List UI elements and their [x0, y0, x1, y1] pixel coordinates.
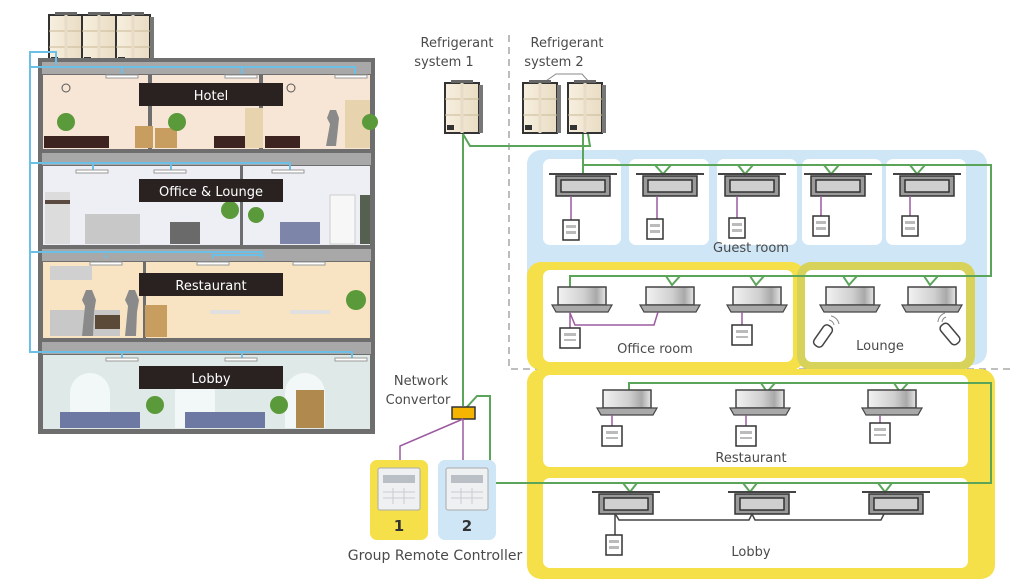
network-convertor: Network Convertor [386, 374, 476, 420]
zone-label-lounge: Lounge [856, 339, 904, 354]
group-remote-controller-1: 1 [370, 460, 428, 540]
wired-remote-icon [601, 425, 623, 447]
outdoor-unit-icon [566, 78, 608, 135]
lobby-units [591, 491, 931, 556]
group-remote-controller-label: Group Remote Controller [348, 548, 523, 564]
cassette-unit-icon [861, 389, 923, 416]
plant-icon [221, 201, 239, 219]
office-room-units [551, 286, 788, 349]
refrigerant-system-2-label-line1: Refrigerant [531, 36, 604, 51]
floor-label-box [139, 366, 283, 389]
wired-remote-icon [731, 324, 753, 346]
zone-label-restaurant: Restaurant [715, 451, 786, 466]
plant-icon [168, 113, 186, 131]
group-remote-controller-2: 2 [438, 460, 496, 540]
clock-icon [61, 83, 71, 93]
plant-icon [270, 396, 288, 414]
outdoor-unit-icon [114, 10, 156, 67]
refrigerant-system-1-label-line1: Refrigerant [421, 36, 494, 51]
network-convertor-label-line1: Network [394, 374, 449, 389]
group-remote-icon [377, 467, 421, 511]
wired-remote-icon [735, 425, 757, 447]
ducted-unit-icon [892, 173, 962, 197]
ducted-unit-icon [803, 173, 873, 197]
indoor-unit-strips [75, 74, 368, 362]
outdoor-unit-link [542, 73, 591, 84]
person-icon [125, 290, 139, 336]
network-convertor-icon [451, 406, 476, 420]
floor-lobby: Lobby [42, 342, 371, 429]
plant-icon [146, 396, 164, 414]
wired-remote-icon [646, 218, 664, 240]
floor-restaurant: Restaurant [42, 249, 371, 338]
floor-label-box [139, 83, 283, 106]
group-remote-number: 1 [394, 517, 404, 535]
person-icon [82, 290, 96, 336]
wired-remote-icon [728, 217, 746, 239]
controller-wiring [399, 418, 464, 467]
floor-label-box [139, 179, 283, 202]
cassette-unit-icon [726, 286, 788, 313]
guest-room-units [548, 173, 962, 241]
roof-outdoor-units [47, 10, 156, 67]
floor-label-lobby: Lobby [191, 372, 230, 387]
wired-remote-icon [812, 215, 830, 237]
outdoor-unit-icon [443, 78, 485, 135]
lounge-units [812, 286, 963, 348]
wireless-remote-icon [812, 315, 840, 348]
cassette-unit-icon [639, 286, 701, 313]
wired-remote-icon [605, 534, 623, 556]
zone-label-lobby: Lobby [731, 545, 770, 560]
zone-label-office-room: Office room [617, 342, 693, 357]
floor-hotel: Hotel [42, 62, 378, 149]
refrigerant-system-2: Refrigerant system 2 [521, 36, 608, 135]
cassette-unit-icon [901, 286, 963, 313]
outdoor-unit-icon [521, 78, 563, 135]
plant-icon [346, 290, 366, 310]
zone-label-guest-room: Guest room [713, 241, 789, 256]
ducted-unit-icon [548, 173, 618, 197]
plant-icon [362, 114, 378, 130]
wired-remote-icon [559, 327, 581, 349]
ducted-unit-icon [717, 173, 787, 197]
outdoor-unit-icon [80, 10, 122, 67]
floor-label-box [139, 273, 283, 296]
wired-remote-icon [869, 422, 891, 444]
wired-remote-icon [562, 219, 580, 241]
floor-office-lounge: Office & Lounge [42, 153, 371, 245]
floor-label-office-lounge: Office & Lounge [159, 185, 263, 200]
ducted-unit-icon [727, 491, 797, 515]
zone-lounge: Lounge [797, 262, 975, 370]
cassette-unit-icon [596, 389, 658, 416]
cassette-unit-icon [551, 286, 613, 313]
plant-icon [248, 207, 264, 223]
wireless-remote-icon [937, 312, 961, 346]
network-convertor-label-line2: Convertor [386, 393, 451, 408]
restaurant-units [596, 389, 923, 447]
ducted-unit-icon [635, 173, 705, 197]
group-remote-number: 2 [462, 517, 472, 535]
floor-label-restaurant: Restaurant [175, 279, 246, 294]
building-illustration: Hotel Office & Lounge [29, 10, 378, 434]
refrigerant-system-1-label-line2: system 1 [414, 55, 473, 70]
floor-label-hotel: Hotel [194, 89, 228, 104]
clock-icon [286, 83, 296, 93]
refrigerant-system-1: Refrigerant system 1 [414, 36, 494, 135]
ducted-unit-icon [861, 491, 931, 515]
person-icon [326, 110, 339, 146]
plant-icon [57, 113, 75, 131]
building-piping [29, 51, 356, 358]
wired-remote-icon [901, 215, 919, 237]
cassette-unit-icon [819, 286, 881, 313]
group-remote-icon [445, 467, 489, 511]
refrigerant-system-2-label-line2: system 2 [524, 55, 583, 70]
ducted-unit-icon [591, 491, 661, 515]
cassette-unit-icon [729, 389, 791, 416]
